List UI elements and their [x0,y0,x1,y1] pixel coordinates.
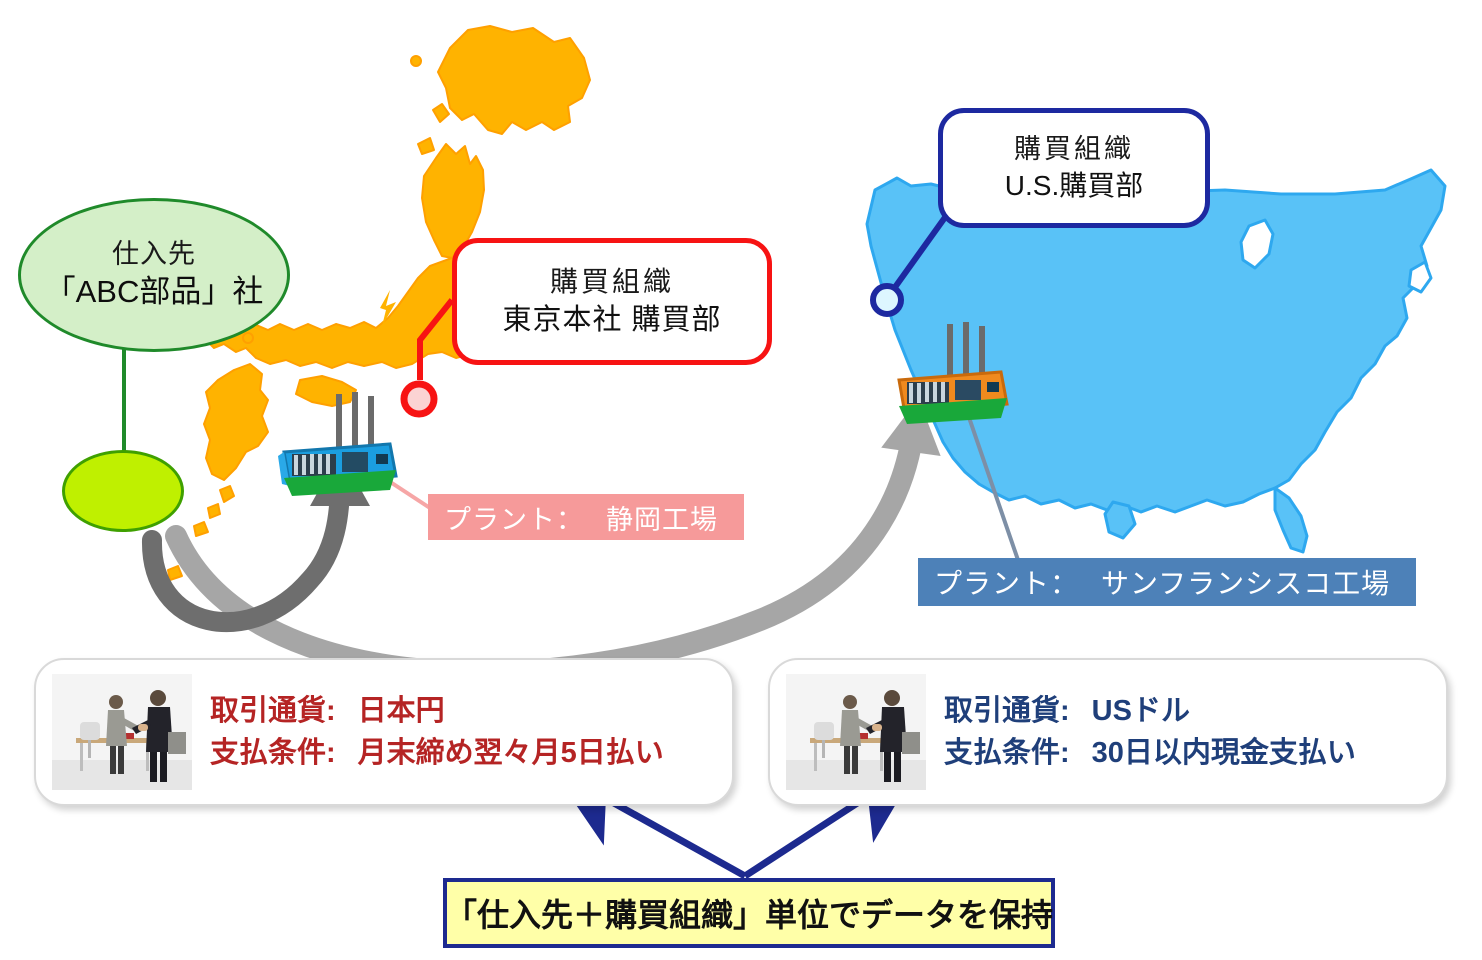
plant-tag-sanfrancisco[interactable]: プラント： サンフランシスコ工場 [918,558,1416,606]
supplier-label-line2: 「ABC部品」社 [44,274,264,310]
terms-card-us-lines: 取引通貨: USドル 支払条件: 30日以内現金支払い [944,690,1356,774]
callout-tokyo-line1: 購買組織 [549,266,674,298]
summary-banner: 「仕入先＋購買組織」単位でデータを保持 [443,878,1055,948]
supplier-bubble[interactable]: 仕入先 「ABC部品」社 [18,198,290,352]
terms-row: 取引通貨: 日本円 [210,690,664,732]
terms-card-japan-lines: 取引通貨: 日本円 支払条件: 月末締め翌々月5日払い [210,690,664,774]
terms-row: 支払条件: 月末締め翌々月5日払い [210,732,664,774]
plant-tag-shizuoka-label: プラント： [444,504,584,535]
banner-arrows [550,761,921,880]
terms-card-japan[interactable]: 取引通貨: 日本円 支払条件: 月末締め翌々月5日払い [34,658,734,806]
payment-terms-value: 月末締め翌々月5日払い [357,737,664,769]
terms-row: 取引通貨: USドル [944,690,1356,732]
callout-tokyo-purchasing[interactable]: 購買組織 東京本社 購買部 [452,238,772,365]
payment-terms-value: 30日以内現金支払い [1091,737,1356,769]
callout-us-line2: U.S.購買部 [1004,170,1144,202]
supplier-part-chip [62,450,184,532]
currency-label: 取引通貨: [944,694,1070,727]
terms-card-us[interactable]: 取引通貨: USドル 支払条件: 30日以内現金支払い [768,658,1448,806]
handshake-photo [52,674,192,790]
handshake-photo [786,674,926,790]
plant-tag-sanfrancisco-value: サンフランシスコ工場 [1101,568,1391,599]
plant-tag-shizuoka-value: 静岡工場 [606,504,718,535]
payment-terms-label: 支払条件: [944,737,1070,769]
currency-label: 取引通貨: [210,694,336,727]
callout-us-purchasing[interactable]: 購買組織 U.S.購買部 [938,108,1210,228]
payment-terms-label: 支払条件: [210,737,336,769]
currency-value: USドル [1091,694,1190,727]
terms-row: 支払条件: 30日以内現金支払い [944,732,1356,774]
plant-tag-sanfrancisco-label: プラント： [934,568,1080,599]
callout-tokyo-line2: 東京本社 購買部 [502,303,722,336]
currency-value: 日本円 [357,694,445,727]
plant-tag-shizuoka[interactable]: プラント： 静岡工場 [428,494,744,540]
callout-us-line1: 購買組織 [1014,134,1134,165]
supplier-label-line1: 仕入先 [112,239,196,270]
